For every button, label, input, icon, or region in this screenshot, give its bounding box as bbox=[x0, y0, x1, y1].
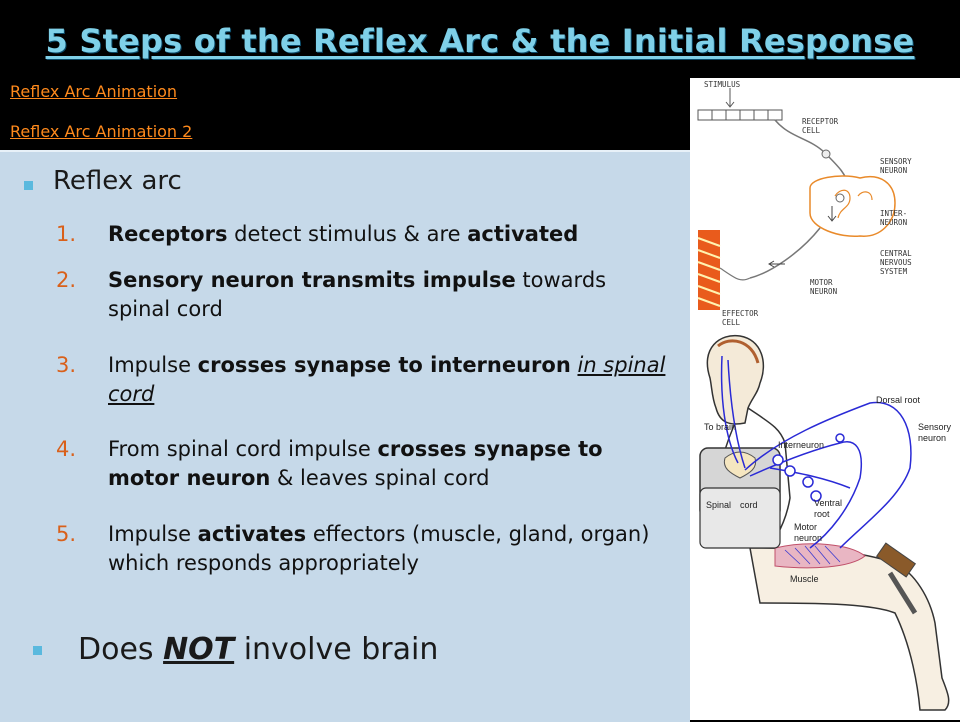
label-motor: MOTOR bbox=[810, 278, 833, 287]
label-ventral-root: root bbox=[814, 509, 830, 519]
step-number: 3. bbox=[56, 353, 77, 377]
label-sensory-neuron: neuron bbox=[918, 433, 946, 443]
reflex-arc-animation-link[interactable]: Reflex Arc Animation bbox=[10, 82, 178, 101]
bullet-does-not-involve-brain: Does NOT involve brain bbox=[78, 632, 438, 667]
bullet2-not: NOT bbox=[163, 632, 235, 667]
label-dorsal-root: Dorsal root bbox=[876, 395, 921, 405]
label-stimulus: STIMULUS bbox=[704, 80, 741, 89]
label-motor-neuron: NEURON bbox=[810, 287, 837, 296]
label-system: SYSTEM bbox=[880, 267, 908, 276]
label-interneuron: Interneuron bbox=[778, 440, 824, 450]
step-number: 1. bbox=[56, 222, 77, 246]
label-sensory: SENSORY bbox=[880, 157, 912, 166]
effector-muscle-image bbox=[697, 230, 751, 310]
label-spinal: Spinal bbox=[706, 500, 731, 510]
step-5: 5. Impulse activates effectors (muscle, g… bbox=[56, 520, 672, 578]
label-inter: INTER- bbox=[880, 209, 907, 218]
label-sensory: Sensory bbox=[918, 422, 952, 432]
step-1: 1. Receptors detect stimulus & are activa… bbox=[56, 220, 672, 249]
step-number: 5. bbox=[56, 522, 77, 546]
step-text: Impulse activates effectors (muscle, gla… bbox=[108, 522, 650, 575]
step-text: Receptors detect stimulus & are activate… bbox=[108, 222, 579, 246]
bullet-square-icon bbox=[33, 646, 42, 655]
label-cord: cord bbox=[740, 500, 758, 510]
content-panel bbox=[0, 150, 690, 722]
bullet-square-icon bbox=[24, 181, 33, 190]
label-motor-neuron: neuron bbox=[794, 533, 822, 543]
bullet-reflex-arc: Reflex arc bbox=[53, 166, 182, 196]
label-muscle: Muscle bbox=[790, 574, 819, 584]
label-ventral: Ventral bbox=[814, 498, 842, 508]
label-effector: EFFECTOR bbox=[722, 309, 759, 318]
step-2: 2. Sensory neuron transmits impulse towar… bbox=[56, 266, 672, 324]
label-effector-cell: CELL bbox=[722, 318, 741, 327]
label-inter-neuron: NEURON bbox=[880, 218, 907, 227]
label-receptor-cell: CELL bbox=[802, 126, 821, 135]
step-4: 4. From spinal cord impulse crosses synap… bbox=[56, 435, 672, 493]
step-number: 2. bbox=[56, 268, 77, 292]
bullet2-pre: Does bbox=[78, 632, 164, 667]
label-central: CENTRAL bbox=[880, 249, 912, 258]
step-text: Sensory neuron transmits impulse towards… bbox=[108, 268, 607, 321]
bullet2-post: involve brain bbox=[234, 632, 439, 667]
anatomical-illustration: To brain Dorsal root Sensory neuron Inte… bbox=[699, 334, 952, 711]
label-nervous: NERVOUS bbox=[880, 258, 912, 267]
slide-title: 5 Steps of the Reflex Arc & the Initial … bbox=[45, 22, 915, 60]
schematic-diagram: STIMULUS RECEPTOR CELL SENSORY NEURON IN… bbox=[697, 80, 912, 327]
step-text: Impulse crosses synapse to interneuron i… bbox=[108, 353, 666, 406]
label-receptor: RECEPTOR bbox=[802, 117, 839, 126]
step-number: 4. bbox=[56, 437, 77, 461]
label-motor: Motor bbox=[794, 522, 817, 532]
label-sensory-neuron: NEURON bbox=[880, 166, 907, 175]
step-3: 3. Impulse crosses synapse to interneuron… bbox=[56, 351, 672, 409]
reflex-arc-animation-2-link[interactable]: Reflex Arc Animation 2 bbox=[10, 122, 193, 141]
step-text: From spinal cord impulse crosses synapse… bbox=[108, 437, 603, 490]
label-to-brain: To brain bbox=[704, 422, 736, 432]
reflex-arc-diagram: STIMULUS RECEPTOR CELL SENSORY NEURON IN… bbox=[690, 78, 960, 720]
